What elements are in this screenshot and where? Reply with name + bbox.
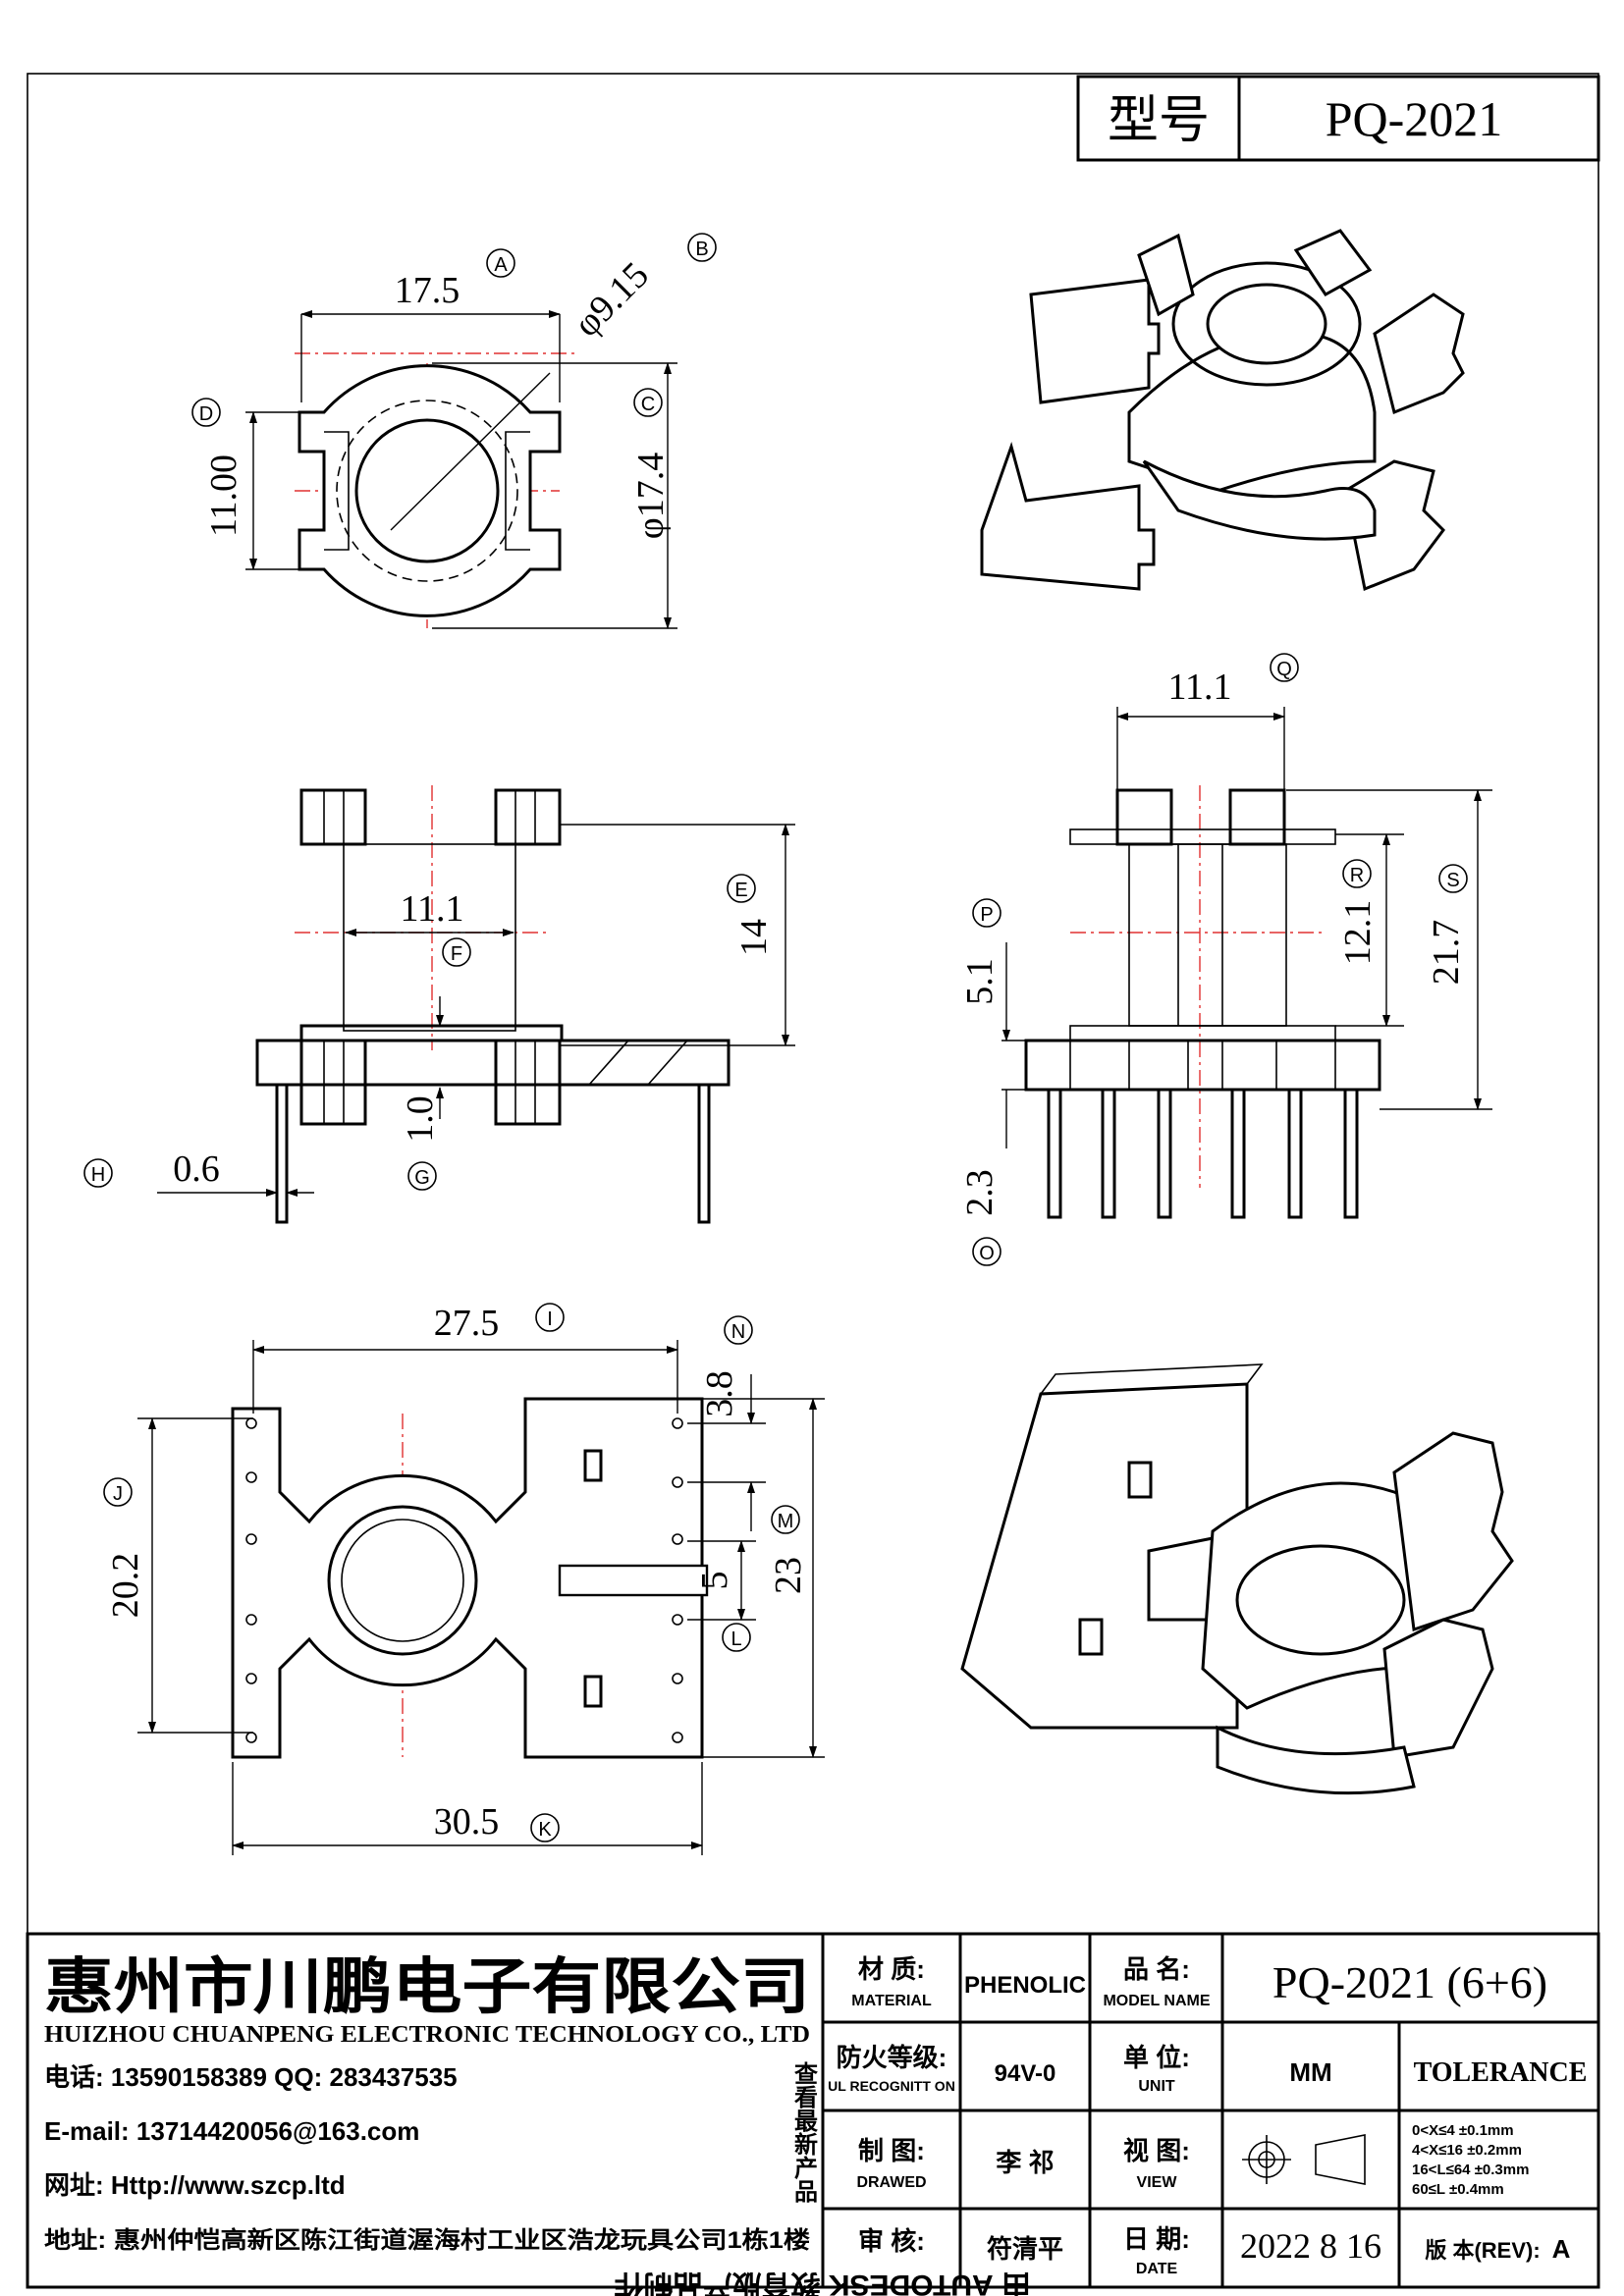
dim-phi-17-4: φ17.4 (630, 453, 672, 539)
company-website: 网址: Http://www.szcp.ltd (44, 2170, 346, 2200)
review-label-cn: 审 核: (858, 2226, 925, 2256)
dim-phi-9-15: φ9.15 (567, 254, 657, 345)
tolerance-row: 4<X≤16 ±0.2mm (1412, 2142, 1522, 2159)
dim-11-1-side: 11.1 (1167, 667, 1231, 708)
dim-27-5: 27.5 (434, 1303, 500, 1344)
dim-12-1: 12.1 (1337, 900, 1379, 966)
dim-30-5: 30.5 (434, 1801, 500, 1842)
front-view (255, 785, 731, 1224)
unit-label-cn: 单 位: (1123, 2043, 1190, 2072)
date-label-cn: 日 期: (1123, 2224, 1190, 2254)
unit-value: MM (1289, 2057, 1331, 2087)
drawn-label-cn: 制 图: (858, 2136, 925, 2165)
fire-label-cn: 防火等级: (837, 2043, 947, 2072)
drawn-value: 李 祁 (995, 2148, 1054, 2177)
top-view (295, 352, 579, 628)
date-label-en: DATE (1136, 2261, 1178, 2277)
dim-17-5: 17.5 (395, 270, 460, 311)
autodesk-watermark: 由 AUTODESK 教育版产品制作 (615, 2269, 1031, 2296)
ref-O: O (979, 1243, 995, 1264)
model-label: 型号 (1108, 93, 1210, 149)
dim-20-2: 20.2 (105, 1553, 146, 1619)
review-value: 符清平 (987, 2234, 1063, 2264)
fire-value: 94V-0 (995, 2060, 1056, 2087)
ref-Q: Q (1276, 659, 1292, 680)
unit-label-en: UNIT (1138, 2078, 1175, 2095)
fire-label-en: UL RECOGNITT ON (828, 2078, 955, 2094)
ref-C: C (641, 394, 655, 415)
name-label-en: MODEL NAME (1103, 1993, 1210, 2009)
company-name-cn: 惠州市川鹏电子有限公司 (44, 1953, 810, 2021)
rev-label: 版 本(REV): (1425, 2238, 1540, 2263)
dim-21-7: 21.7 (1426, 920, 1467, 986)
front-view-dimensions: 14 E 11.1 F 1.0 G 0.6 H (83, 824, 795, 1207)
ref-R: R (1350, 865, 1364, 886)
side-note: 查看最新产品 (790, 2061, 818, 2203)
projection-symbol-icon (1242, 2134, 1366, 2185)
ref-I: I (547, 1308, 553, 1330)
ref-S: S (1446, 870, 1459, 891)
ref-B: B (695, 239, 708, 260)
material-value: PHENOLIC (964, 1972, 1086, 1999)
title-block: 惠州市川鹏电子有限公司 HUIZHOU CHUANPENG ELECTRONIC… (26, 1932, 1600, 2296)
company-name-en: HUIZHOU CHUANPENG ELECTRONIC TECHNOLOGY … (44, 2022, 810, 2048)
company-email: E-mail: 13714420056@163.com (44, 2116, 419, 2146)
material-label-cn: 材 质: (858, 1954, 925, 1984)
ref-M: M (778, 1511, 794, 1532)
drawn-label-en: DRAWED (856, 2174, 926, 2191)
dim-14: 14 (733, 919, 775, 956)
ref-A: A (494, 254, 508, 276)
model-header: 型号 PQ-2021 (1076, 75, 1600, 162)
iso-view-top (980, 229, 1465, 592)
ref-E: E (734, 880, 747, 901)
name-value: PQ-2021 (6+6) (1272, 1957, 1547, 2007)
bottom-view (231, 1397, 709, 1759)
dim-11-00: 11.00 (203, 454, 244, 537)
dim-0-6: 0.6 (173, 1148, 220, 1190)
dim-5-1: 5.1 (959, 958, 1001, 1005)
iso-view-bottom (960, 1363, 1514, 1795)
bottom-view-dimensions: 27.5 I 20.2 J 30.5 K 23 M 3.8 N 5 L (103, 1303, 825, 1855)
ref-H: H (91, 1164, 105, 1186)
ref-J: J (113, 1483, 123, 1505)
ref-F: F (451, 943, 462, 965)
view-label-en: VIEW (1137, 2174, 1178, 2191)
date-value: 2022 8 16 (1240, 2226, 1381, 2266)
side-view-dimensions: 11.1 Q 12.1 R 21.7 S 5.1 P 2.3 O (959, 653, 1492, 1266)
ref-L: L (731, 1629, 741, 1650)
dim-3-8: 3.8 (699, 1370, 740, 1417)
ref-G: G (414, 1167, 430, 1189)
ref-K: K (538, 1819, 552, 1841)
dim-5: 5 (694, 1572, 735, 1590)
view-label-cn: 视 图: (1123, 2136, 1190, 2165)
ref-N: N (731, 1321, 745, 1343)
company-address: 地址: 惠州仲恺高新区陈江街道渥海村工业区浩龙玩具公司1栋1楼 (44, 2226, 810, 2254)
model-value: PQ-2021 (1326, 91, 1503, 146)
ref-D: D (199, 403, 213, 425)
tolerance-row: 0<X≤4 ±0.1mm (1412, 2122, 1514, 2139)
dim-23: 23 (768, 1557, 809, 1594)
dim-11-1-front: 11.1 (400, 888, 463, 930)
tolerance-title: TOLERANCE (1414, 2057, 1588, 2088)
tolerance-row: 60≤L ±0.4mm (1412, 2181, 1504, 2198)
side-view (1024, 785, 1381, 1219)
dim-1-0: 1.0 (400, 1095, 441, 1143)
rev-value: A (1552, 2234, 1571, 2264)
name-label-cn: 品 名: (1123, 1954, 1190, 1984)
material-label-en: MATERIAL (851, 1993, 932, 2009)
dim-2-3: 2.3 (959, 1169, 1001, 1216)
company-phone: 电话: 13590158389 QQ: 283437535 (44, 2062, 458, 2092)
ref-P: P (980, 904, 993, 926)
tolerance-row: 16<L≤64 ±0.3mm (1412, 2162, 1529, 2178)
